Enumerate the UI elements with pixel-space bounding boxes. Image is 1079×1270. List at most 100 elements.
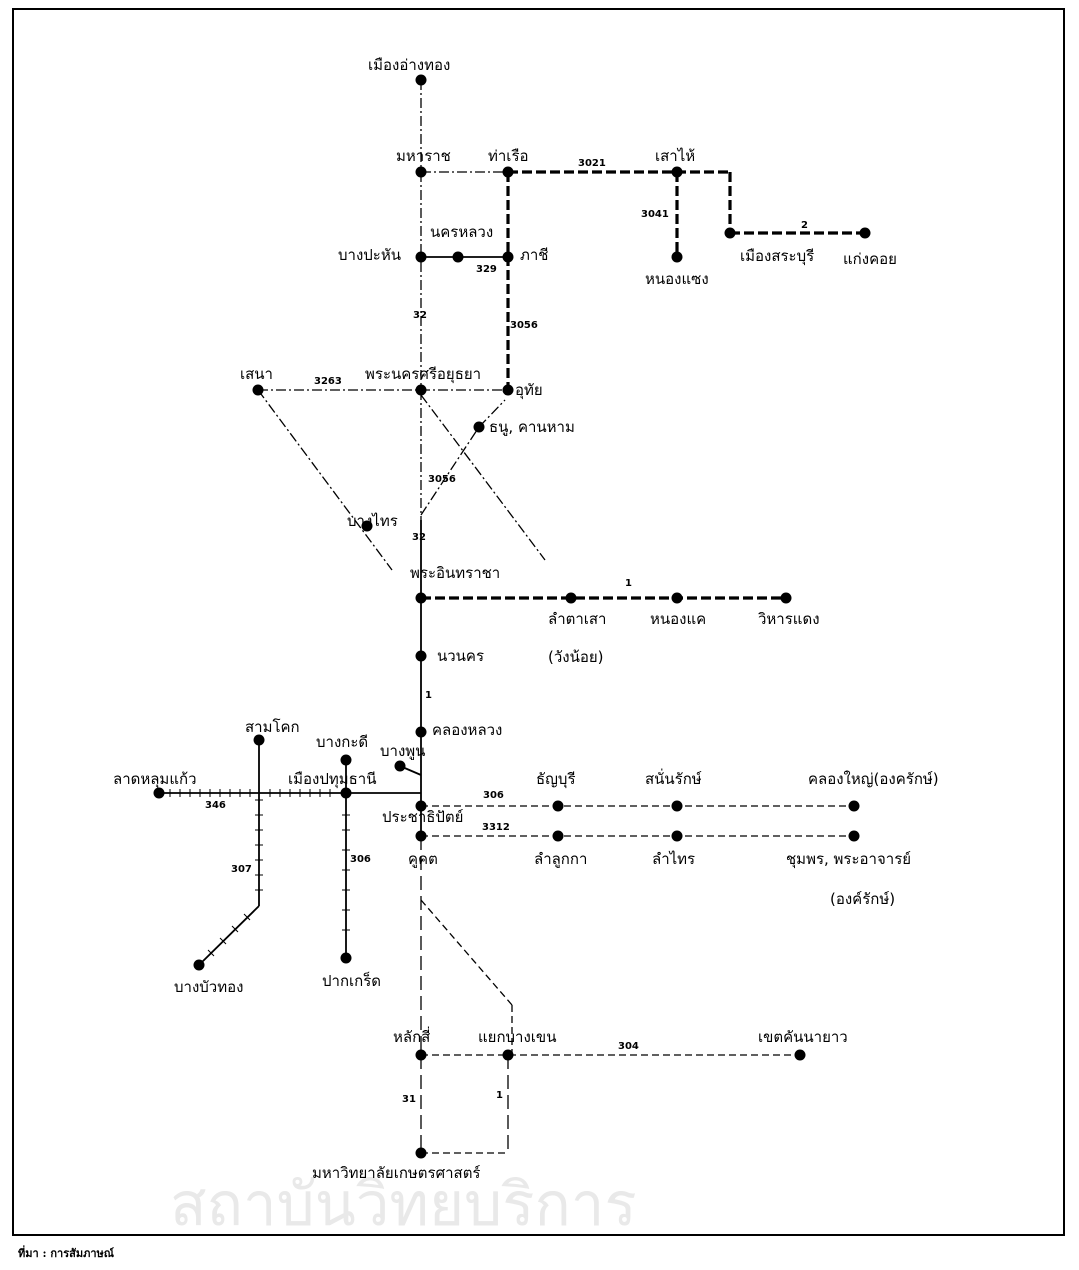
label-lak-si: หลักสี่ bbox=[393, 1026, 430, 1046]
label-bang-sai: บางไทร bbox=[347, 512, 398, 530]
label-khlong-yai: คลองใหญ่(องครักษ์) bbox=[808, 770, 939, 788]
node-chumphon bbox=[848, 830, 860, 842]
label-kasetsart: มหาวิทยาลัยเกษตรศาสตร์ bbox=[312, 1164, 481, 1182]
node-prachathipat bbox=[415, 800, 427, 812]
label-bang-phun: บางพูน bbox=[380, 742, 425, 760]
label-bang-pahan: บางปะหัน bbox=[338, 246, 401, 264]
label-chumphon-1: ชุมพร, พระอาจารย์ bbox=[786, 850, 911, 869]
node-phra-inthracha bbox=[415, 592, 427, 604]
node-khet-khan-na-yao bbox=[794, 1049, 806, 1061]
node-maharat bbox=[415, 166, 427, 178]
label-lat-lum-kaeo: ลาดหลุมแก้ว bbox=[113, 770, 197, 789]
label-lam-ta-sao-1: ลำตาเสา bbox=[548, 610, 606, 628]
node-mueang-ang-thong bbox=[415, 74, 427, 86]
label-khet-khan-na-yao: เขตคันนายาว bbox=[758, 1028, 848, 1046]
road-number-304: 304 bbox=[618, 1041, 639, 1052]
road-number-31: 31 bbox=[402, 1094, 416, 1105]
label-sao-hai: เสาไห้ bbox=[655, 147, 695, 165]
label-uthai: อุทัย bbox=[515, 381, 543, 400]
line-khu-khot-diagonal bbox=[420, 899, 513, 1006]
label-mueang-pathum: เมืองปทุมธานี bbox=[288, 770, 376, 789]
node-thanu bbox=[473, 421, 485, 433]
line-ayutthaya-lamtasao bbox=[420, 394, 546, 561]
node-sanan-rak bbox=[671, 800, 683, 812]
road-number-1-c: 1 bbox=[496, 1090, 503, 1101]
label-pak-kret: ปากเกร็ด bbox=[322, 971, 381, 990]
label-bang-kadi: บางกะดี bbox=[316, 733, 368, 751]
label-chumphon-2: (องค์รักษ์) bbox=[830, 890, 895, 908]
label-tha-ruea: ท่าเรือ bbox=[488, 147, 529, 165]
node-wihan-daeng bbox=[780, 592, 792, 604]
label-lam-ta-sao-2: (วังน้อย) bbox=[548, 648, 604, 666]
line-3056-thanu bbox=[420, 426, 480, 516]
node-sao-hai bbox=[671, 166, 683, 178]
map-frame bbox=[12, 8, 1065, 1236]
road-number-3021: 3021 bbox=[578, 158, 606, 169]
label-prachathipat: ประชาธิปัตย์ bbox=[382, 808, 463, 826]
node-bang-sai bbox=[361, 520, 373, 532]
road-number-306-b: 306 bbox=[350, 854, 371, 865]
label-ayutthaya: พระนครศรีอยุธยา bbox=[365, 365, 481, 384]
node-khlong-luang bbox=[415, 726, 427, 738]
label-yaek-bang-khen: แยกบางเขน bbox=[478, 1028, 556, 1046]
node-mueang-pathum bbox=[340, 787, 352, 799]
road-number-307: 307 bbox=[231, 864, 252, 875]
line-bang-bua-thong bbox=[198, 905, 260, 966]
node-nakhon-luang bbox=[452, 251, 464, 263]
node-uthai bbox=[502, 384, 514, 396]
node-lat-lum-kaeo bbox=[153, 787, 165, 799]
nodes bbox=[153, 74, 871, 1159]
node-yaek-bang-khen bbox=[502, 1049, 514, 1061]
road-number-32-b: 32 bbox=[412, 532, 426, 543]
node-thanyaburi bbox=[552, 800, 564, 812]
label-maharat: มหาราช bbox=[396, 147, 451, 165]
node-lak-si bbox=[415, 1049, 427, 1061]
label-sena: เสนา bbox=[240, 365, 273, 383]
source-note: ที่มา : การสัมภาษณ์ bbox=[18, 1247, 114, 1260]
label-phachi: ภาชี bbox=[520, 246, 549, 264]
road-number-1-a: 1 bbox=[625, 578, 632, 589]
node-sam-khok bbox=[253, 734, 265, 746]
label-bang-bua-thong: บางบัวทอง bbox=[174, 978, 243, 996]
label-sam-khok: สามโคก bbox=[245, 718, 300, 736]
label-lam-luk-ka: ลำลูกกา bbox=[534, 850, 587, 868]
label-khlong-luang: คลองหลวง bbox=[432, 721, 502, 739]
line-thanu-uthai bbox=[478, 399, 506, 428]
node-tha-ruea bbox=[502, 166, 514, 178]
node-bang-bua-thong bbox=[193, 959, 205, 971]
label-nong-khae: หนองแค bbox=[650, 610, 706, 628]
label-nakhon-luang: นครหลวง bbox=[430, 223, 493, 241]
node-phachi bbox=[502, 251, 514, 263]
label-nong-saeng: หนองแซง bbox=[645, 270, 709, 288]
road-number-2: 2 bbox=[801, 220, 808, 231]
label-thanyaburi: ธัญบุรี bbox=[536, 770, 576, 789]
label-sanan-rak: สนั่นรักษ์ bbox=[645, 768, 702, 788]
node-lam-ta-sao bbox=[565, 592, 577, 604]
label-lam-sai: ลำไทร bbox=[652, 850, 695, 868]
road-number-346: 346 bbox=[205, 800, 226, 811]
railway-hatches bbox=[169, 789, 350, 957]
road-number-3312: 3312 bbox=[482, 822, 510, 833]
node-nong-saeng bbox=[671, 251, 683, 263]
road-number-3056-a: 3056 bbox=[510, 320, 538, 331]
label-kaeng-khoi: แก่งคอย bbox=[843, 250, 897, 268]
node-bang-pahan bbox=[415, 251, 427, 263]
node-bang-phun bbox=[394, 760, 406, 772]
node-khu-khot bbox=[415, 830, 427, 842]
label-mueang-saraburi: เมืองสระบุรี bbox=[740, 247, 814, 266]
road-number-306-a: 306 bbox=[483, 790, 504, 801]
node-kasetsart bbox=[415, 1147, 427, 1159]
node-bang-kadi bbox=[340, 754, 352, 766]
label-wihan-daeng: วิหารแดง bbox=[757, 610, 819, 628]
road-number-3056-b: 3056 bbox=[428, 474, 456, 485]
node-lam-sai bbox=[671, 830, 683, 842]
label-nawanakhon: นวนคร bbox=[437, 647, 484, 665]
road-number-329: 329 bbox=[476, 264, 497, 275]
node-mueang-saraburi bbox=[724, 227, 736, 239]
watermark-text: สถาบันวิทยบริการ bbox=[170, 1170, 637, 1240]
line-sena-diagonal bbox=[257, 389, 393, 571]
node-nong-khae bbox=[671, 592, 683, 604]
node-lam-luk-ka bbox=[552, 830, 564, 842]
label-khu-khot: คูคต bbox=[408, 850, 438, 868]
